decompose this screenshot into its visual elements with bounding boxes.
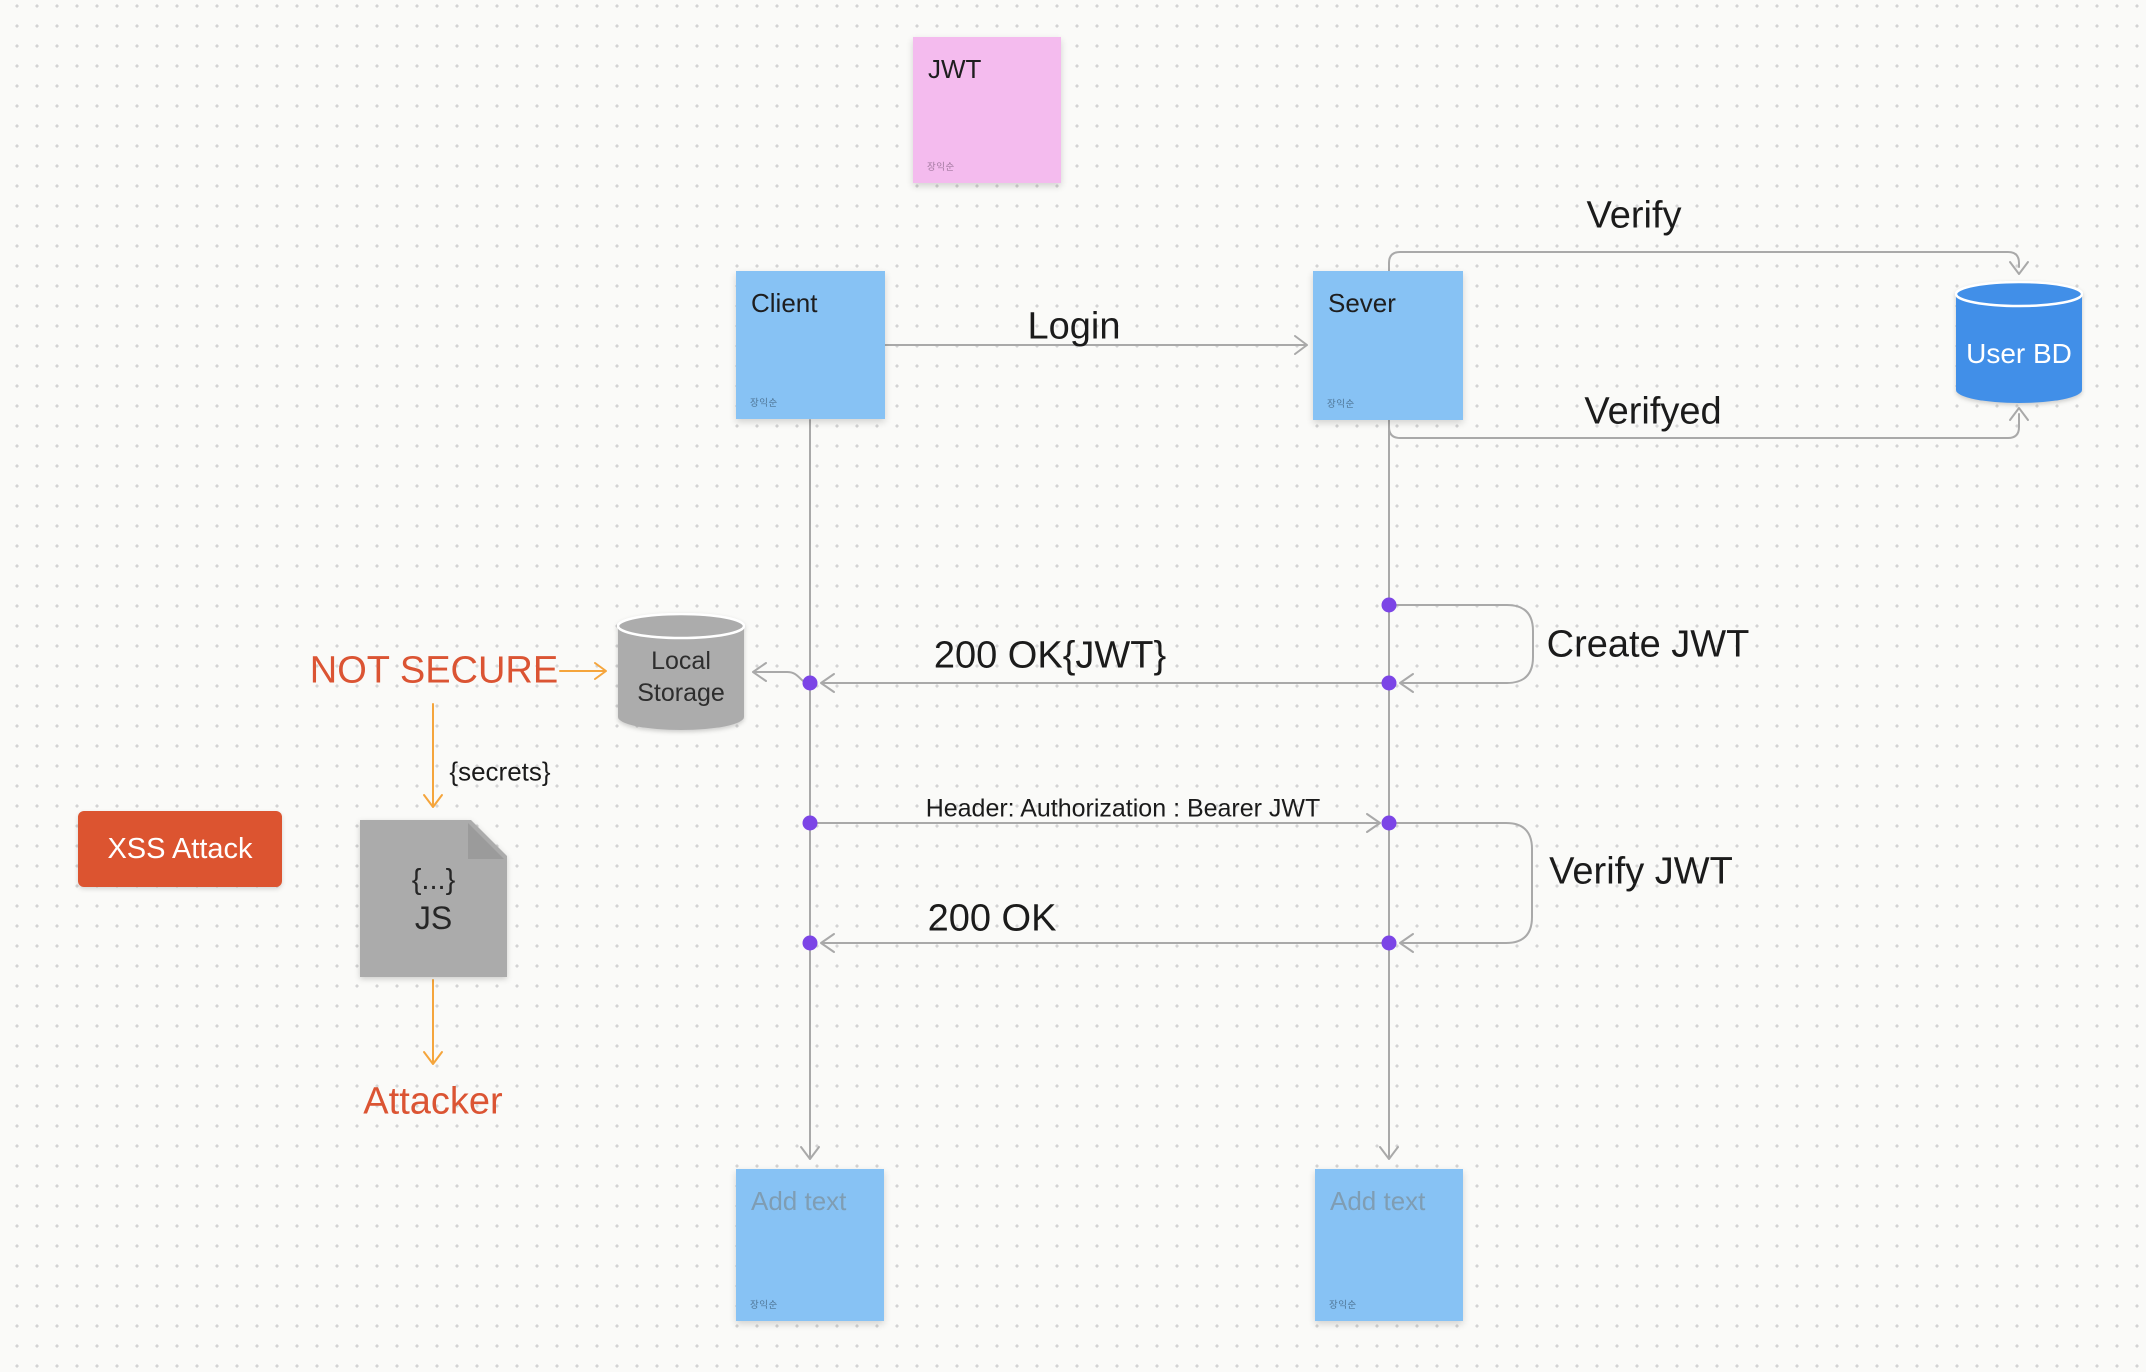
client-lifeline-arrowhead <box>800 1146 820 1160</box>
xss-attack-label: XSS Attack <box>107 832 253 865</box>
sticky-author: 장익순 <box>750 1300 778 1311</box>
sticky-jwt[interactable]: JWT 장익순 <box>913 37 1061 183</box>
sticky-client-title: Client <box>751 288 818 318</box>
local-storage-label-line1: Local <box>651 647 711 675</box>
local-storage-label: Local Storage <box>617 645 745 709</box>
server-lifeline-arrowhead <box>1379 1146 1399 1160</box>
sync-dot[interactable] <box>1381 675 1397 691</box>
sticky-server-end-placeholder[interactable]: Add text <box>1330 1186 1426 1216</box>
label-verify[interactable]: Verify <box>1586 194 1682 237</box>
label-not-secure[interactable]: NOT SECURE <box>309 649 559 692</box>
sticky-server-title: Sever <box>1328 288 1396 318</box>
verify-jwt-loop-connector[interactable] <box>1388 822 1533 944</box>
verifyed-connector[interactable] <box>1388 413 2020 439</box>
sticky-author: 장익순 <box>750 398 778 409</box>
label-header-authorization[interactable]: Header: Authorization : Bearer JWT <box>925 794 1321 823</box>
local-storage-cylinder[interactable]: Local Storage <box>616 612 746 730</box>
login-arrowhead <box>1294 335 1308 355</box>
js-file-braces-label: {...} <box>411 864 456 896</box>
label-200-ok[interactable]: 200 OK <box>927 897 1057 940</box>
sync-dot[interactable] <box>802 675 818 691</box>
secrets-arrowhead <box>423 794 443 808</box>
sticky-server-end[interactable]: Add text 장익순 <box>1315 1169 1463 1321</box>
sticky-jwt-title: JWT <box>928 54 982 84</box>
header-auth-arrowhead <box>1366 813 1381 833</box>
verify-jwt-loop-arrowhead <box>1399 933 1414 953</box>
ok-jwt-arrowhead <box>820 673 835 693</box>
sync-dot[interactable] <box>802 815 818 831</box>
create-jwt-loop-arrowhead <box>1399 673 1414 693</box>
label-login[interactable]: Login <box>1027 305 1121 348</box>
xss-attack-box[interactable]: XSS Attack <box>78 811 282 887</box>
label-secrets[interactable]: {secrets} <box>449 756 551 787</box>
label-200-ok-jwt[interactable]: 200 OK{JWT} <box>933 634 1167 677</box>
create-jwt-loop-connector[interactable] <box>1388 604 1534 684</box>
ok-arrowhead <box>820 933 835 953</box>
sync-dot[interactable] <box>802 935 818 951</box>
user-db-cylinder[interactable]: User BD <box>1954 280 2084 403</box>
sticky-author: 장익순 <box>927 162 955 173</box>
sticky-author: 장익순 <box>1327 399 1355 410</box>
verify-arrowhead <box>2009 261 2029 275</box>
sticky-server[interactable]: Sever 장익순 <box>1313 271 1463 420</box>
js-file-shape[interactable]: {...} JS <box>360 820 507 977</box>
not-secure-arrowhead <box>594 662 607 680</box>
label-verify-jwt[interactable]: Verify JWT <box>1549 850 1733 893</box>
attacker-arrowhead <box>423 1051 443 1065</box>
label-create-jwt[interactable]: Create JWT <box>1546 623 1750 666</box>
label-verifyed[interactable]: Verifyed <box>1584 390 1722 433</box>
sticky-author: 장익순 <box>1329 1300 1357 1311</box>
cylinder-shape <box>1954 280 2084 403</box>
sync-dot[interactable] <box>1381 597 1397 613</box>
label-attacker[interactable]: Attacker <box>363 1080 503 1123</box>
local-storage-label-line2: Storage <box>637 679 725 707</box>
js-file-js-label: JS <box>414 900 453 936</box>
sync-dot[interactable] <box>1381 935 1397 951</box>
cylinder-shape <box>616 612 746 730</box>
to-local-storage-connector[interactable] <box>754 671 811 684</box>
sticky-client-end-placeholder[interactable]: Add text <box>751 1186 847 1216</box>
sticky-client-end[interactable]: Add text 장익순 <box>736 1169 884 1321</box>
user-db-label: User BD <box>1966 338 2072 369</box>
sticky-client[interactable]: Client 장익순 <box>736 271 885 419</box>
verify-connector[interactable] <box>1388 251 2020 272</box>
to-local-storage-arrowhead <box>752 662 767 682</box>
verifyed-arrowhead <box>2009 407 2029 421</box>
sync-dot[interactable] <box>1381 815 1397 831</box>
